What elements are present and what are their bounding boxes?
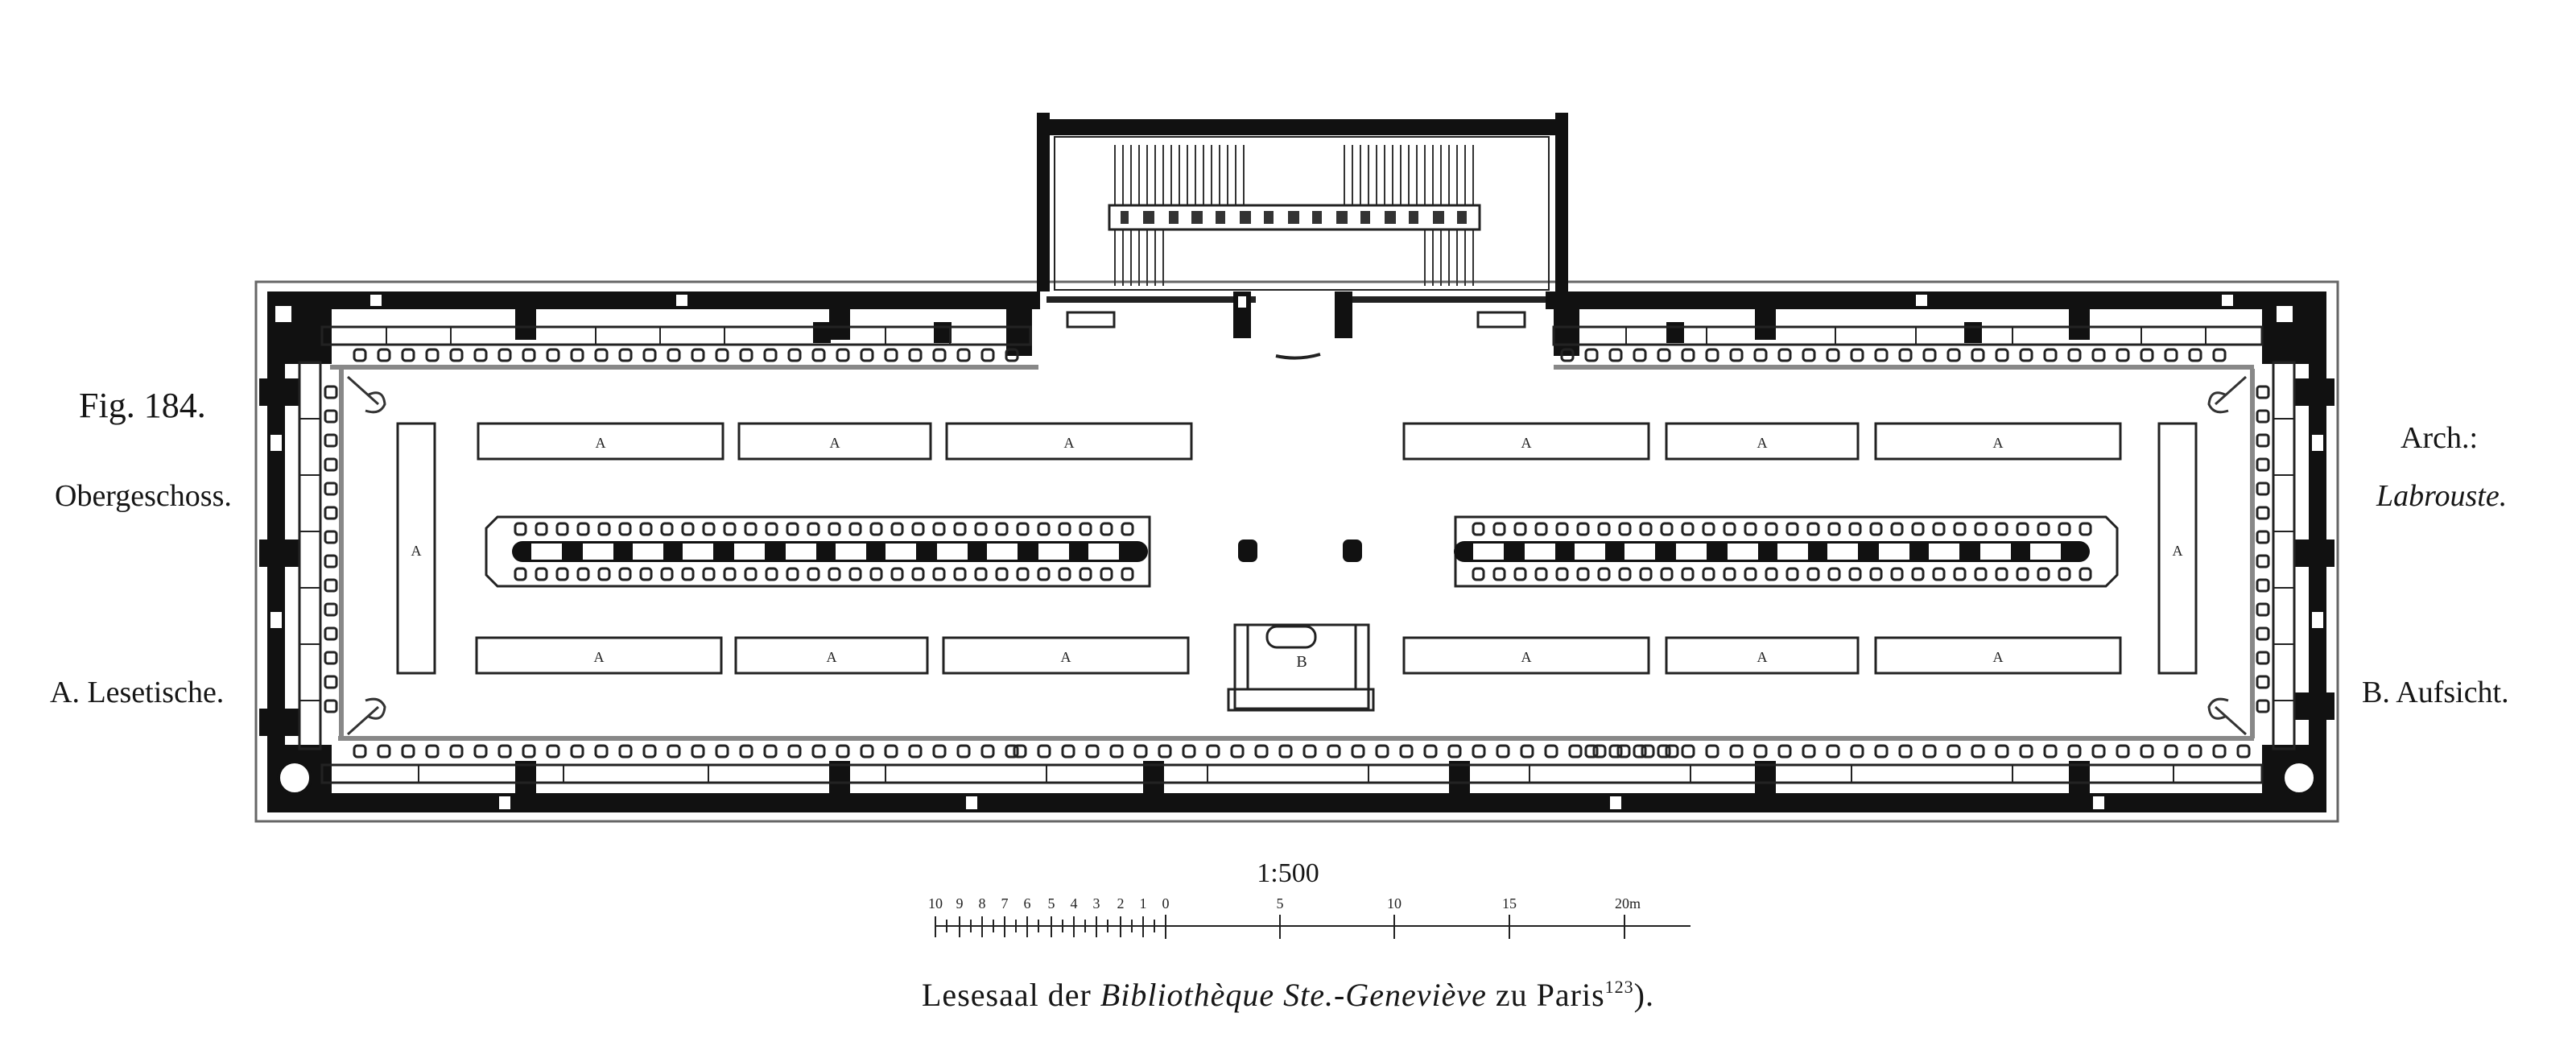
caption-closing: ). [1633, 977, 1654, 1013]
svg-text:A: A [411, 543, 422, 559]
svg-text:A: A [1757, 649, 1768, 665]
architect-name: Labrouste. [2376, 479, 2508, 513]
svg-text:A: A [1064, 435, 1075, 451]
svg-text:A: A [2173, 543, 2183, 559]
figure-caption: Lesesaal der Bibliothèque Ste.-Geneviève… [0, 976, 2576, 1014]
caption-prefix: Lesesaal der [922, 977, 1092, 1013]
scale-tick-label: 4 [1071, 895, 1078, 912]
svg-text:A: A [1521, 649, 1532, 665]
architect-label: Arch.: [2401, 421, 2479, 455]
scale-ratio: 1:500 [1257, 858, 1319, 888]
table-label: A [596, 435, 606, 451]
floor-label: Obergeschoss. [55, 479, 232, 513]
svg-text:A: A [1993, 435, 2004, 451]
scale-tick-label: 7 [1001, 895, 1009, 912]
svg-text:A: A [1993, 649, 2004, 665]
supervision-desk [1227, 623, 1375, 712]
caption-suffix: zu Paris [1495, 977, 1605, 1013]
scale-tick-label: 0 [1162, 895, 1170, 912]
central-table-left [485, 515, 1151, 588]
scale-tick-label: 8 [979, 895, 986, 912]
scale-tick-label: 2 [1117, 895, 1125, 912]
scale-tick-label: 15 [1502, 895, 1517, 912]
caption-footnote: 123 [1604, 977, 1634, 997]
svg-text:A: A [594, 649, 605, 665]
figure-number: Fig. 184. [79, 386, 206, 425]
legend-b: B. Aufsicht. [2362, 676, 2509, 709]
reading-tables [396, 422, 2198, 675]
caption-italic: Bibliothèque Ste.-Geneviève [1100, 977, 1487, 1013]
svg-text:A: A [827, 649, 837, 665]
svg-text:A: A [830, 435, 840, 451]
svg-text:A: A [1757, 435, 1768, 451]
svg-text:A: A [1061, 649, 1071, 665]
supervision-label: B [1296, 653, 1307, 671]
scale-tick-label: 6 [1024, 895, 1031, 912]
scale-tick-label: 10 [928, 895, 943, 912]
legend-a: A. Lesetische. [50, 676, 225, 709]
svg-text:A: A [1521, 435, 1532, 451]
scale-tick-label: 5 [1277, 895, 1284, 912]
scale-tick-label: 3 [1093, 895, 1100, 912]
scale-tick-label: 10 [1387, 895, 1402, 912]
gallery-chairs [324, 348, 2270, 759]
scale-tick-label: 1 [1140, 895, 1147, 912]
scale-bar: 10 9 8 7 6 5 4 3 2 1 0 5 10 15 20m [928, 895, 1690, 939]
central-table-right [1454, 515, 2119, 588]
floor-plan: A A A A A A A A A A A A A A [254, 113, 2339, 823]
scale-tick-label: 20m [1615, 895, 1641, 912]
scale-tick-label: 5 [1048, 895, 1055, 912]
scale-tick-label: 9 [956, 895, 964, 912]
